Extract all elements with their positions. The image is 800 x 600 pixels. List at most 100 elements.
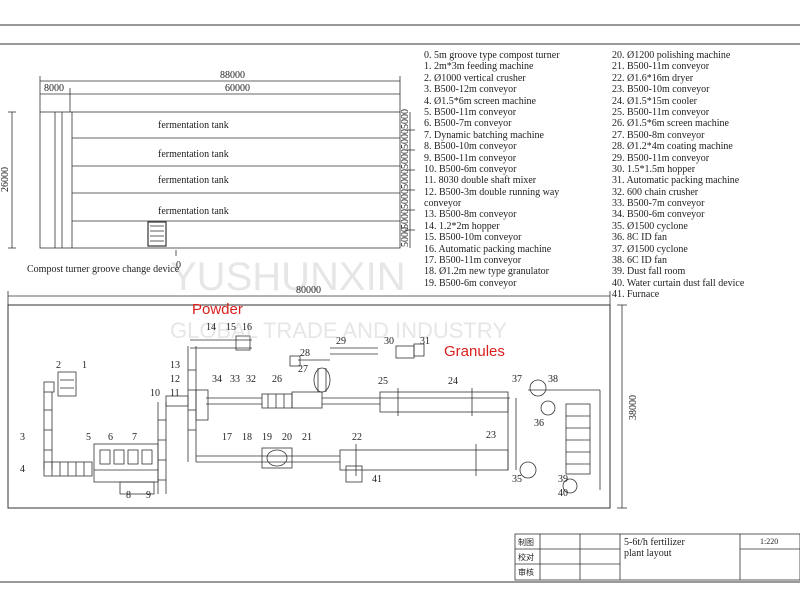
legend-item: 38. 6C ID fan <box>612 255 667 267</box>
legend-item: 24. Ø1.5*15m cooler <box>612 95 697 107</box>
callout-5: 5 <box>86 432 91 443</box>
legend-item: 13. B500-8m conveyor <box>424 209 517 221</box>
callout-30: 30 <box>384 336 394 347</box>
legend-item: 2. Ø1000 vertical crusher <box>424 72 526 84</box>
callout-23: 23 <box>486 430 496 441</box>
right-dim-7: 5000 <box>400 227 411 247</box>
tank-label-3: fermentation tank <box>158 175 229 186</box>
callout-11: 11 <box>170 388 180 399</box>
right-dims: 5000 5000 5000 5000 5000 5000 5000 <box>400 109 411 247</box>
callout-34: 34 <box>212 374 222 385</box>
callout-40: 40 <box>558 488 568 499</box>
callout-32: 32 <box>246 374 256 385</box>
callout-24: 24 <box>448 376 458 387</box>
legend-item: 31. Automatic packing machine <box>612 175 740 187</box>
legend-item: 27. B500-8m conveyor <box>612 129 705 141</box>
callout-17: 17 <box>222 432 232 443</box>
callout-15: 15 <box>226 322 236 333</box>
legend-item: 8. B500-10m conveyor <box>424 141 517 153</box>
dim-layout-width: 80000 <box>296 285 321 296</box>
callout-1: 1 <box>82 360 87 371</box>
dim-right: 60000 <box>225 83 250 94</box>
legend-item: 0. 5m groove type compost turner <box>424 50 560 61</box>
legend-item: 7. Dynamic batching machine <box>424 129 544 141</box>
right-dim-5: 5000 <box>400 189 411 209</box>
callout-25: 25 <box>378 376 388 387</box>
title-row-label-2: 校对 <box>518 553 534 562</box>
legend-item: conveyor <box>424 198 462 210</box>
callout-2: 2 <box>56 360 61 371</box>
callout-6: 6 <box>108 432 113 443</box>
plant-title-line2: plant layout <box>624 548 672 559</box>
callout-14: 14 <box>206 322 216 333</box>
callout-18: 18 <box>242 432 252 443</box>
callout-41: 41 <box>372 474 382 485</box>
top-plan <box>8 76 415 256</box>
legend-item: 5. B500-11m conveyor <box>424 106 517 118</box>
legend-item: 33. B500-7m conveyor <box>612 198 705 210</box>
label-powder: Powder <box>192 301 243 318</box>
legend-item: 35. Ø1500 cyclone <box>612 220 688 232</box>
legend-item: 22. Ø1.6*16m dryer <box>612 72 694 84</box>
callout-7: 7 <box>132 432 137 443</box>
callout-8: 8 <box>126 490 131 501</box>
legend-item: 3. B500-12m conveyor <box>424 84 517 96</box>
callout-19: 19 <box>262 432 272 443</box>
callout-37: 37 <box>512 374 522 385</box>
legend-item: 28. Ø1.2*4m coating machine <box>612 141 733 153</box>
callout-4: 4 <box>20 464 25 475</box>
title-block <box>514 533 800 581</box>
callout-16: 16 <box>242 322 252 333</box>
dim-layout-height: 38000 <box>628 395 639 420</box>
legend-item: 30. 1.5*1.5m hopper <box>612 163 696 175</box>
legend-item: 12. B500-3m double running way <box>424 186 560 198</box>
right-dim-1: 5000 <box>400 109 411 129</box>
legend-item: 29. B500-11m conveyor <box>612 152 710 164</box>
callout-35: 35 <box>512 474 522 485</box>
right-dim-3: 5000 <box>400 149 411 169</box>
legend-item: 18. Ø1.2m new type granulator <box>424 266 549 278</box>
legend-item: 41. Furnace <box>612 289 660 301</box>
callout-27: 27 <box>298 364 308 375</box>
dim-total: 88000 <box>220 70 245 81</box>
legend-item: 19. B500-6m conveyor <box>424 277 517 289</box>
callout-12: 12 <box>170 374 180 385</box>
callout-22: 22 <box>352 432 362 443</box>
legend-item: 14. 1.2*2m hopper <box>424 220 500 232</box>
callout-3: 3 <box>20 432 25 443</box>
callout-numbers: 1 2 3 4 5 6 7 8 9 10 11 12 13 14 15 16 1… <box>20 322 568 501</box>
legend-item: 20. Ø1200 polishing machine <box>612 50 731 61</box>
callout-9: 9 <box>146 490 151 501</box>
tank-label-2: fermentation tank <box>158 149 229 160</box>
plant-title-line1: 5-6t/h fertilizer <box>624 537 685 548</box>
legend-item: 23. B500-10m conveyor <box>612 84 710 96</box>
legend-item: 26. Ø1.5*6m screen machine <box>612 118 729 130</box>
right-dim-4: 5000 <box>400 169 411 189</box>
label-granules: Granules <box>444 343 505 360</box>
callout-33: 33 <box>230 374 240 385</box>
callout-13: 13 <box>170 360 180 371</box>
dim-left: 8000 <box>44 83 64 94</box>
tank-label-1: fermentation tank <box>158 120 229 131</box>
callout-29: 29 <box>336 336 346 347</box>
legend-item: 17. B500-11m conveyor <box>424 255 522 267</box>
title-row-label-3: 审核 <box>518 568 534 577</box>
legend-item: 10. B500-6m conveyor <box>424 163 517 175</box>
watermark-brand: YUSHUNXIN <box>170 255 406 299</box>
legend-item: 11. 8030 double shaft mixer <box>424 175 537 187</box>
legend-item: 15. B500-10m conveyor <box>424 232 522 244</box>
dim-height: 26000 <box>0 167 11 192</box>
legend-item: 21. B500-11m conveyor <box>612 61 710 73</box>
legend-item: 6. B500-7m conveyor <box>424 118 512 130</box>
right-dim-2: 5000 <box>400 129 411 149</box>
callout-21: 21 <box>302 432 312 443</box>
drawing-scale: 1:220 <box>760 537 779 546</box>
legend-item: 40. Water curtain dust fall device <box>612 277 745 289</box>
callout-38: 38 <box>548 374 558 385</box>
right-dim-6: 5000 <box>400 209 411 229</box>
title-row-label-1: 制图 <box>518 538 534 547</box>
groove-device-caption: Compost turner groove change device <box>27 264 180 275</box>
